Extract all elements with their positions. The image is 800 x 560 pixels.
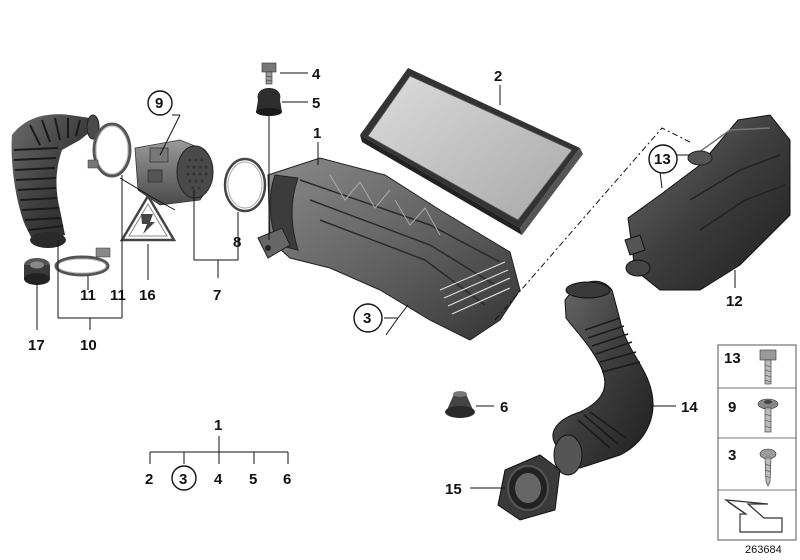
callout-4: 4 [312, 66, 321, 83]
callout-14: 14 [681, 399, 698, 416]
callout-13: 13 [654, 151, 671, 168]
clamp-11-lower-icon [54, 247, 111, 277]
rubber-mount-icon [445, 391, 475, 418]
callout-3: 3 [363, 310, 371, 327]
grommet-17-icon [24, 258, 50, 285]
hex-bolt-icon [759, 349, 777, 385]
tree-child-4: 4 [214, 471, 223, 488]
callout-9: 9 [155, 95, 163, 112]
connector-icon [497, 454, 561, 521]
arrow-icon [723, 499, 783, 533]
air-filter-housing-icon [257, 157, 521, 341]
callout-5: 5 [312, 95, 320, 112]
legend-item-13: 13 [724, 350, 741, 367]
callout-1: 1 [313, 125, 321, 142]
tree-root: 1 [214, 417, 222, 434]
pan-screw-icon [759, 448, 777, 487]
legend-item-3: 3 [728, 447, 736, 464]
intake-boot-icon [11, 114, 100, 248]
callout-11-b: 11 [110, 287, 126, 304]
callout-10: 10 [80, 337, 97, 354]
callout-7: 7 [213, 287, 221, 304]
callout-13-circle: 13 [648, 144, 678, 174]
screw-legend: 13 9 3 [717, 344, 797, 541]
callout-6: 6 [500, 399, 508, 416]
torx-screw-icon [757, 398, 779, 433]
callout-16: 16 [139, 287, 156, 304]
callout-8: 8 [233, 234, 241, 251]
esd-warning-icon [119, 193, 177, 242]
callout-9-circle: 9 [147, 90, 173, 116]
assembly-tree: 1 2 3 4 5 6 [145, 417, 291, 491]
callout-2: 2 [494, 68, 502, 85]
filter-element-icon [360, 68, 583, 235]
tree-child-5: 5 [249, 471, 257, 488]
diagram-id: 263684 [745, 544, 782, 556]
tree-child-3: 3 [179, 471, 187, 488]
callout-3-circle: 3 [353, 303, 383, 333]
legend-item-9: 9 [728, 399, 736, 416]
leader-lines [36, 72, 736, 489]
mass-air-sensor-icon [134, 139, 214, 206]
bolt-icon [261, 62, 277, 85]
tree-child-6: 6 [283, 471, 291, 488]
tree-child-2: 2 [145, 471, 153, 488]
grommet-icon [256, 88, 282, 116]
intake-duct-icon [552, 280, 654, 476]
seal-ring-icon [223, 157, 267, 213]
callout-11-a: 11 [80, 287, 96, 304]
callout-15: 15 [445, 481, 462, 498]
resonator-icon [624, 114, 791, 291]
callout-12: 12 [726, 293, 743, 310]
callout-17: 17 [28, 337, 45, 354]
clamp-11-upper-icon [87, 122, 132, 178]
